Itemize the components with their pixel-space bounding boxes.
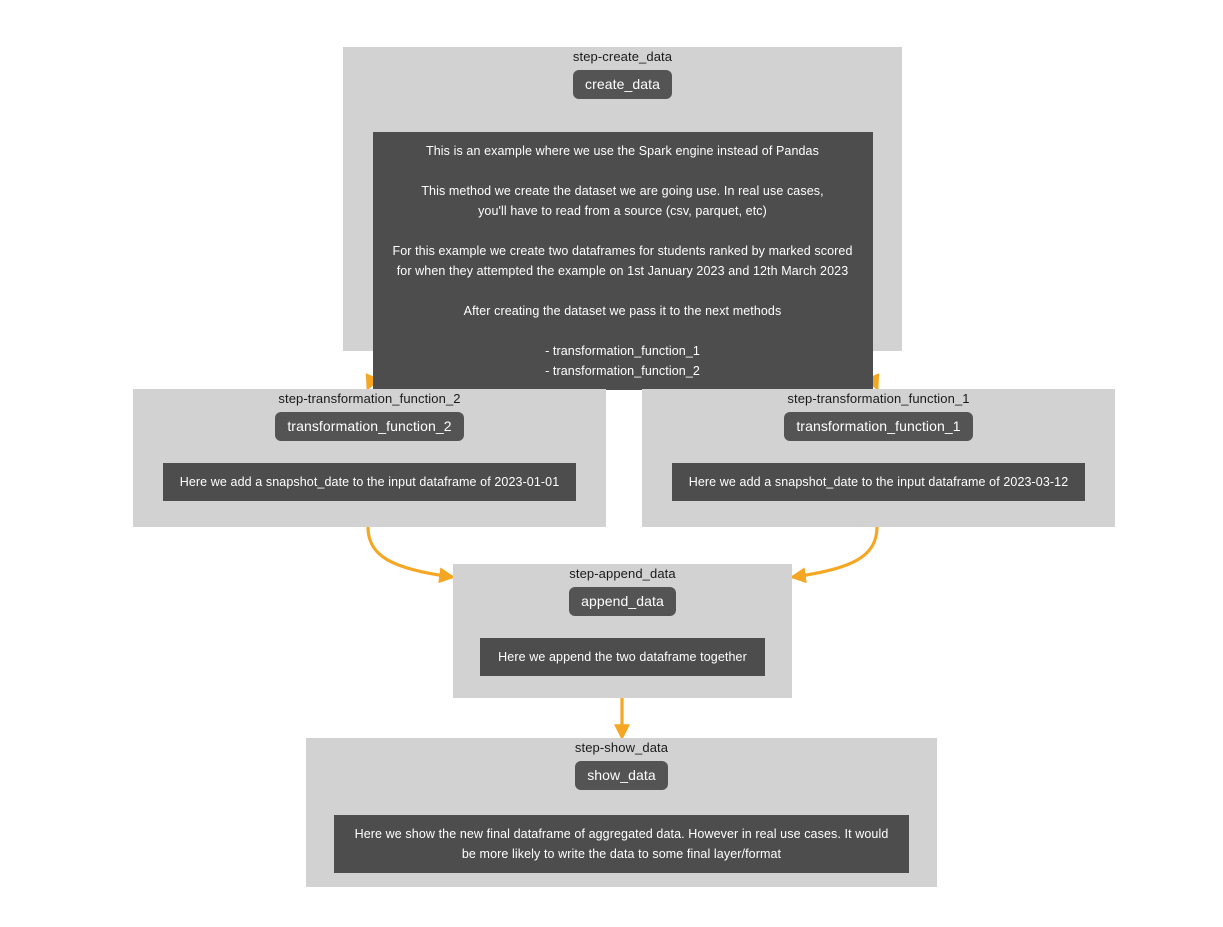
- node-step-transformation_function_2[interactable]: step-transformation_function_2 transform…: [133, 389, 606, 527]
- edge-transformation_function_1-to-append_data: [789, 525, 879, 584]
- node-title: step-create_data: [572, 49, 673, 64]
- node-title: step-show_data: [574, 740, 669, 755]
- node-function-pill[interactable]: create_data: [572, 70, 673, 99]
- node-description: Here we add a snapshot_date to the input…: [672, 463, 1085, 501]
- node-step-show_data[interactable]: step-show_data show_data Here we show th…: [306, 738, 937, 887]
- node-function-pill[interactable]: transformation_function_1: [784, 412, 973, 441]
- node-function-pill[interactable]: show_data: [575, 761, 668, 790]
- node-description: Here we append the two dataframe togethe…: [480, 638, 765, 676]
- node-step-create_data[interactable]: step-create_data create_data This is an …: [343, 47, 902, 390]
- node-step-transformation_function_1[interactable]: step-transformation_function_1 transform…: [642, 389, 1115, 527]
- node-description: Here we add a snapshot_date to the input…: [163, 463, 576, 501]
- node-description: This is an example where we use the Spar…: [372, 132, 873, 390]
- node-title: step-append_data: [569, 566, 676, 581]
- node-title: step-transformation_function_1: [787, 391, 970, 406]
- edge-transformation_function_2-to-append_data: [366, 525, 456, 584]
- node-function-pill[interactable]: append_data: [569, 587, 676, 616]
- node-description: Here we show the new final dataframe of …: [334, 815, 909, 873]
- node-function-pill[interactable]: transformation_function_2: [275, 412, 464, 441]
- node-step-append_data[interactable]: step-append_data append_data Here we app…: [453, 564, 792, 698]
- node-title: step-transformation_function_2: [278, 391, 461, 406]
